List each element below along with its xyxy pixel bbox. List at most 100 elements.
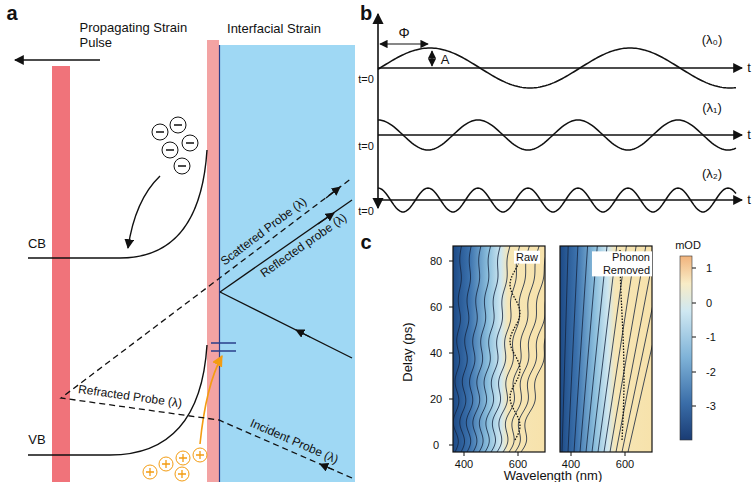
contour-line <box>521 246 545 452</box>
incident-arrowhead <box>296 330 310 337</box>
scattered-arrowhead <box>326 187 340 198</box>
tick <box>625 452 626 456</box>
time-zero: t=0 <box>358 205 374 218</box>
plot-frame <box>560 246 652 452</box>
contour-line <box>616 246 652 452</box>
time-zero: t=0 <box>358 73 374 86</box>
waves <box>378 48 736 212</box>
tick-label: 40 <box>430 347 442 360</box>
strain-pulse-band <box>52 66 70 482</box>
band-name: VB <box>28 433 45 448</box>
colorbar-tick: 0 <box>706 297 712 310</box>
heatmap-phonon-removed <box>560 246 652 452</box>
contour-line <box>473 246 491 452</box>
probe-label: Refracted Probe (λ) <box>77 383 183 411</box>
colorbar <box>680 256 692 440</box>
time-zero: t=0 <box>358 140 374 153</box>
axis-name: t <box>747 193 751 208</box>
tick <box>692 268 696 269</box>
electron-arrow <box>128 176 160 248</box>
contour-line <box>610 246 646 452</box>
contour-line <box>485 246 510 452</box>
time-axis <box>378 67 742 68</box>
axis-title: Delay (ps) <box>401 322 416 381</box>
contour-line <box>515 246 545 452</box>
contour-line <box>628 246 652 452</box>
tick <box>571 452 572 456</box>
contour-line <box>592 246 617 452</box>
tick <box>518 452 519 456</box>
colorbar-tick: -1 <box>706 331 716 344</box>
sine-wave <box>378 120 736 150</box>
contour-line <box>503 246 539 452</box>
incident-probe-line <box>220 292 352 358</box>
panel-letter: a <box>6 2 17 25</box>
axis-ticks <box>449 261 696 456</box>
band-name: CB <box>28 237 46 252</box>
tick <box>464 452 465 456</box>
tick-label: 0 <box>433 439 439 452</box>
tick-label: 400 <box>455 458 473 471</box>
panel-tag: Phonon Removed <box>592 251 652 276</box>
tick-label: 600 <box>616 458 634 471</box>
trap-states <box>211 343 236 351</box>
medium-region <box>219 45 355 482</box>
time-axis <box>378 134 742 135</box>
amplitude-arrow <box>431 51 432 66</box>
tick <box>449 307 453 308</box>
wavelength-label: (λ₁) <box>702 101 722 116</box>
amplitude-axis <box>377 14 379 208</box>
tick <box>692 406 696 407</box>
tick <box>449 261 453 262</box>
contour-line <box>509 246 545 452</box>
contours-raw <box>453 246 545 452</box>
propagation-arrow <box>15 59 100 60</box>
tick <box>449 445 453 446</box>
wavelength-label: (λ₀) <box>702 33 723 48</box>
axis-name: t <box>747 61 751 76</box>
zero-contour <box>510 250 520 440</box>
time-axis <box>378 199 742 200</box>
colorbar-tick: -3 <box>706 400 716 413</box>
contour-line <box>580 246 597 452</box>
electrons <box>152 117 198 174</box>
band-label: Propagating Strain Pulse <box>80 21 205 51</box>
tick <box>692 372 696 373</box>
panel-letter: b <box>360 2 372 25</box>
contour-line <box>466 246 481 452</box>
tick-label: 60 <box>430 301 442 314</box>
dashed-probe-path <box>61 178 352 478</box>
tick-label: 20 <box>430 393 442 406</box>
contour-line <box>574 246 588 452</box>
holes <box>143 448 207 481</box>
contours-phonon-removed <box>562 246 652 452</box>
sine-wave <box>378 188 736 212</box>
wavelength-label: (λ₂) <box>702 167 722 182</box>
tick <box>449 399 453 400</box>
tick <box>692 303 696 304</box>
amplitude-symbol: A <box>441 53 450 68</box>
colorbar-tick: -2 <box>706 366 716 379</box>
hole-arrow <box>200 356 222 444</box>
contour-line <box>604 246 636 452</box>
panel-tag: Raw <box>514 251 540 264</box>
tick-label: 80 <box>430 255 442 268</box>
heatmap-raw <box>453 246 545 452</box>
tick <box>449 353 453 354</box>
contour-line <box>562 246 568 452</box>
contour-line <box>460 246 471 452</box>
interfacial-strain-band <box>207 40 219 482</box>
band-label: Interfacial Strain <box>227 22 321 37</box>
valence-band <box>28 345 207 455</box>
interface-line <box>219 45 220 482</box>
colorbar-tick: 1 <box>706 262 712 275</box>
tick <box>692 337 696 338</box>
sine-wave <box>378 48 736 88</box>
contour-line <box>497 246 529 452</box>
phase-arrow <box>380 43 428 44</box>
plot-frame <box>453 246 545 452</box>
colorbar-unit: mOD <box>675 239 701 252</box>
phase-symbol: Φ <box>398 25 409 41</box>
